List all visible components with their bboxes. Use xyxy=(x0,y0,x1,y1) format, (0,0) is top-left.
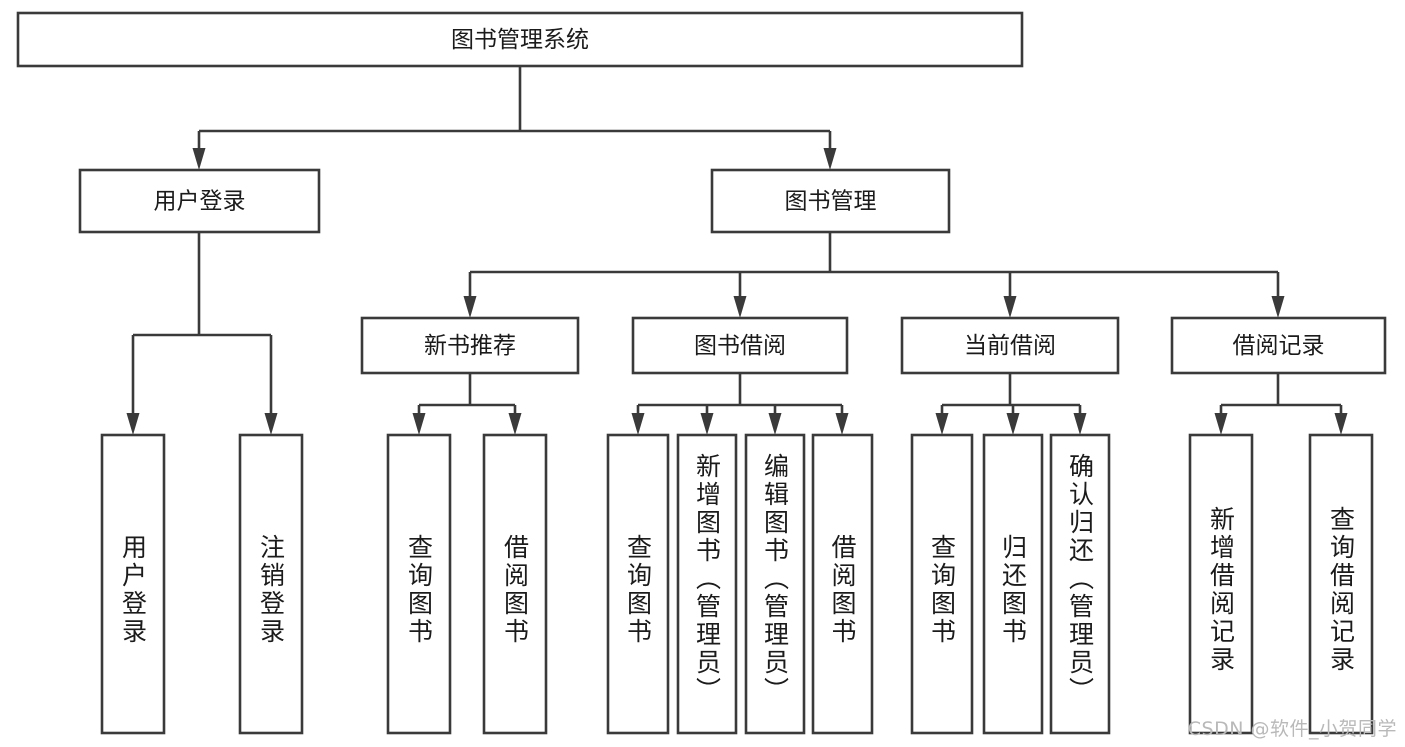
box-layer xyxy=(16,11,1387,735)
group-current-borrow-arrow-1 xyxy=(1006,413,1020,435)
group-book-borrow-arrow-2 xyxy=(768,413,782,435)
book-manage-arrow-2 xyxy=(1003,296,1017,318)
group-book-borrow-arrow-1 xyxy=(700,413,714,435)
leaf-add-book-admin-box[interactable] xyxy=(676,433,738,735)
book-borrow-box[interactable] xyxy=(631,316,849,375)
user-login-arrow-0 xyxy=(126,413,140,435)
root-node-label: 图书管理系统 xyxy=(451,27,589,53)
leaf-add-borrow-record-box[interactable] xyxy=(1188,433,1254,735)
root-node-box[interactable] xyxy=(16,11,1024,68)
connector-layer xyxy=(126,66,1348,435)
borrow-record-box[interactable] xyxy=(1170,316,1387,375)
group-book-borrow-arrow-0 xyxy=(631,413,645,435)
group-borrow-record-arrow-1 xyxy=(1334,413,1348,435)
leaf-query-book-3-box[interactable] xyxy=(910,433,974,735)
user-login-box[interactable] xyxy=(78,168,321,234)
book-manage-box[interactable] xyxy=(710,168,951,234)
user-login-arrow-1 xyxy=(264,413,278,435)
leaf-query-book-1-box[interactable] xyxy=(386,433,452,735)
book-manage-arrow-1 xyxy=(733,296,747,318)
watermark-text: CSDN @软件_小贺同学 xyxy=(1187,718,1397,740)
leaf-query-borrow-record-box[interactable] xyxy=(1308,433,1374,735)
leaf-user-login-box[interactable] xyxy=(100,433,166,735)
root-arrow-0 xyxy=(192,148,206,170)
group-current-borrow-arrow-2 xyxy=(1073,413,1087,435)
leaf-logout-box[interactable] xyxy=(238,433,304,735)
group-book-borrow-arrow-3 xyxy=(835,413,849,435)
new-book-recommend-box[interactable] xyxy=(360,316,580,375)
book-borrow-label: 图书借阅 xyxy=(694,333,786,359)
group-current-borrow-arrow-0 xyxy=(935,413,949,435)
leaf-borrow-book-1-box[interactable] xyxy=(482,433,548,735)
leaf-query-book-2-box[interactable] xyxy=(606,433,670,735)
group-borrow-record-arrow-0 xyxy=(1214,413,1228,435)
leaf-edit-book-admin-box[interactable] xyxy=(744,433,806,735)
leaf-return-book-box[interactable] xyxy=(982,433,1044,735)
root-arrow-1 xyxy=(823,148,837,170)
new-book-recommend-label: 新书推荐 xyxy=(424,333,516,359)
leaf-confirm-return-admin-box[interactable] xyxy=(1049,433,1111,735)
book-manage-arrow-0 xyxy=(463,296,477,318)
group-new-book-recommend-arrow-1 xyxy=(508,413,522,435)
borrow-record-label: 借阅记录 xyxy=(1233,333,1325,359)
leaf-borrow-book-2-box[interactable] xyxy=(811,433,874,735)
group-new-book-recommend-arrow-0 xyxy=(412,413,426,435)
book-manage-label: 图书管理 xyxy=(785,189,877,215)
current-borrow-box[interactable] xyxy=(900,316,1120,375)
user-login-label: 用户登录 xyxy=(154,189,246,215)
current-borrow-label: 当前借阅 xyxy=(964,333,1056,359)
book-manage-arrow-3 xyxy=(1271,296,1285,318)
